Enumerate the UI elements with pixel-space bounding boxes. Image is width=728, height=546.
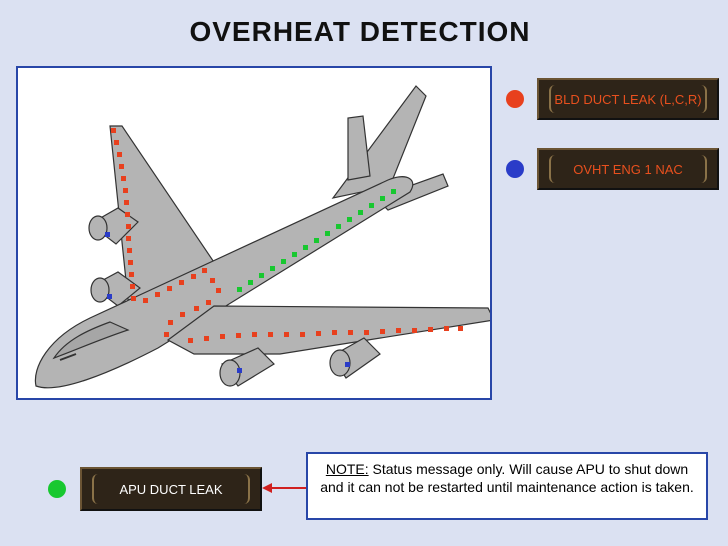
right-wing [166, 305, 490, 355]
apu-duct-indicator [48, 480, 66, 498]
note-text: Status message only. Will cause APU to s… [320, 461, 694, 495]
bld-duct-leak-label: BLD DUCT LEAK (L,C,R) [554, 91, 702, 107]
apu-duct-leak-message: APU DUCT LEAK [80, 467, 262, 511]
page-title: OVERHEAT DETECTION [189, 16, 531, 47]
aircraft-diagram [16, 66, 492, 400]
ovht-eng-indicator [506, 160, 524, 178]
ovht-eng-nac-label: OVHT ENG 1 NAC [573, 161, 683, 177]
bld-duct-indicator [506, 90, 524, 108]
aircraft-illustration [34, 85, 490, 389]
note-box: NOTE: Status message only. Will cause AP… [306, 452, 708, 520]
apu-duct-sensor-loop [237, 189, 396, 292]
engine-nacelle-sensors [105, 232, 350, 373]
fuselage [34, 176, 414, 389]
bld-duct-leak-message: BLD DUCT LEAK (L,C,R) [537, 78, 719, 120]
left-horizontal-stabilizer [347, 115, 371, 181]
note-arrow [262, 483, 306, 493]
ovht-eng-nac-message: OVHT ENG 1 NAC [537, 148, 719, 190]
apu-duct-leak-label: APU DUCT LEAK [119, 481, 223, 497]
note-heading: NOTE: [325, 461, 369, 477]
bld-duct-sensor-loop [111, 128, 463, 343]
